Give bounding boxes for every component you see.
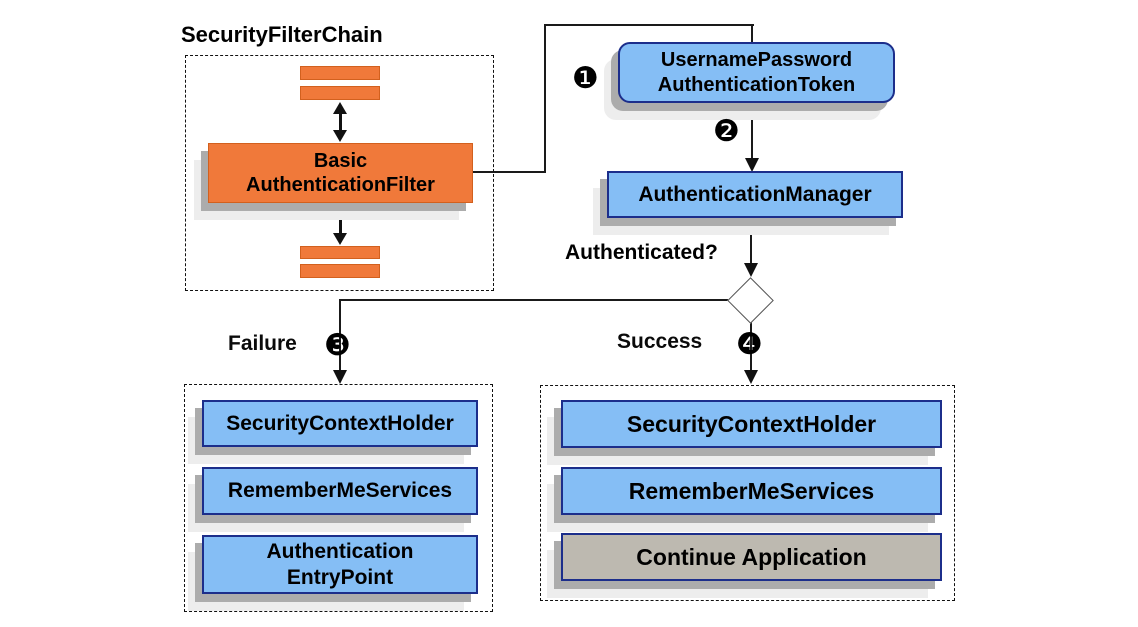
step-3-badge: ❸ — [324, 328, 351, 363]
node-label: RememberMeServices — [227, 479, 453, 503]
filter-bar-top-2 — [300, 86, 380, 100]
authentication-entry-point-node: Authentication EntryPoint — [202, 535, 478, 594]
connector-manager-to-diamond-v — [750, 218, 752, 263]
arrowhead-into-manager — [745, 158, 759, 172]
arrowhead-down-icon — [333, 233, 347, 245]
arrowhead-up-icon — [333, 205, 347, 217]
basic-authentication-filter-node: Basic AuthenticationFilter — [208, 143, 473, 203]
node-label: SecurityContextHolder — [226, 411, 454, 435]
connector-failure-v — [339, 299, 341, 370]
success-remember-me-services-node: RememberMeServices — [561, 467, 942, 515]
connector-filter-to-token-h2 — [544, 24, 754, 26]
connector-filter-to-token-v1 — [544, 24, 546, 173]
username-password-authentication-token-node: UsernamePassword AuthenticationToken — [618, 42, 895, 103]
failure-group-box — [184, 384, 493, 612]
arrowhead-into-failure-box — [333, 370, 347, 384]
double-arrow-top — [331, 102, 349, 142]
arrowhead-into-success-box — [744, 370, 758, 384]
step-4-badge: ❹ — [736, 327, 763, 362]
arrow-shaft — [338, 114, 342, 130]
filter-bar-top-1 — [300, 66, 380, 80]
node-label-line2: AuthenticationToken — [657, 73, 856, 96]
success-group-box — [540, 385, 955, 601]
step-1-badge: ❶ — [572, 61, 599, 96]
node-label-line2: AuthenticationFilter — [246, 174, 435, 196]
node-label-line1: Authentication — [266, 539, 414, 563]
node-label-line1: Basic — [313, 149, 368, 172]
node-label: AuthenticationManager — [638, 182, 872, 206]
filter-bar-bottom-2 — [300, 264, 380, 278]
arrow-shaft — [338, 217, 342, 233]
arrowhead-up-icon — [333, 102, 347, 114]
decision-diamond — [727, 277, 774, 324]
step-2-badge: ❷ — [713, 114, 740, 149]
node-label: SecurityContextHolder — [626, 410, 877, 437]
security-filter-chain-box — [185, 55, 494, 291]
authenticated-question-label: Authenticated? — [565, 241, 718, 264]
filter-bar-bottom-1 — [300, 246, 380, 259]
connector-success-v — [750, 322, 752, 370]
security-filter-chain-title: SecurityFilterChain — [181, 22, 383, 47]
connector-failure-h — [340, 299, 728, 301]
success-label: Success — [617, 330, 703, 353]
failure-label: Failure — [228, 332, 297, 355]
continue-application-node: Continue Application — [561, 533, 942, 581]
failure-remember-me-services-node: RememberMeServices — [202, 467, 478, 515]
arrowhead-down-icon — [333, 130, 347, 142]
node-label-line1: UsernamePassword — [660, 49, 853, 72]
arrowhead-into-diamond — [744, 263, 758, 277]
node-label: Continue Application — [636, 543, 867, 570]
node-label: RememberMeServices — [628, 477, 875, 504]
success-security-context-holder-node: SecurityContextHolder — [561, 400, 942, 448]
connector-filter-to-token-h1 — [473, 171, 545, 173]
node-label-line2: EntryPoint — [286, 565, 394, 589]
authentication-manager-node: AuthenticationManager — [607, 171, 903, 218]
failure-security-context-holder-node: SecurityContextHolder — [202, 400, 478, 447]
double-arrow-bottom — [331, 205, 349, 245]
